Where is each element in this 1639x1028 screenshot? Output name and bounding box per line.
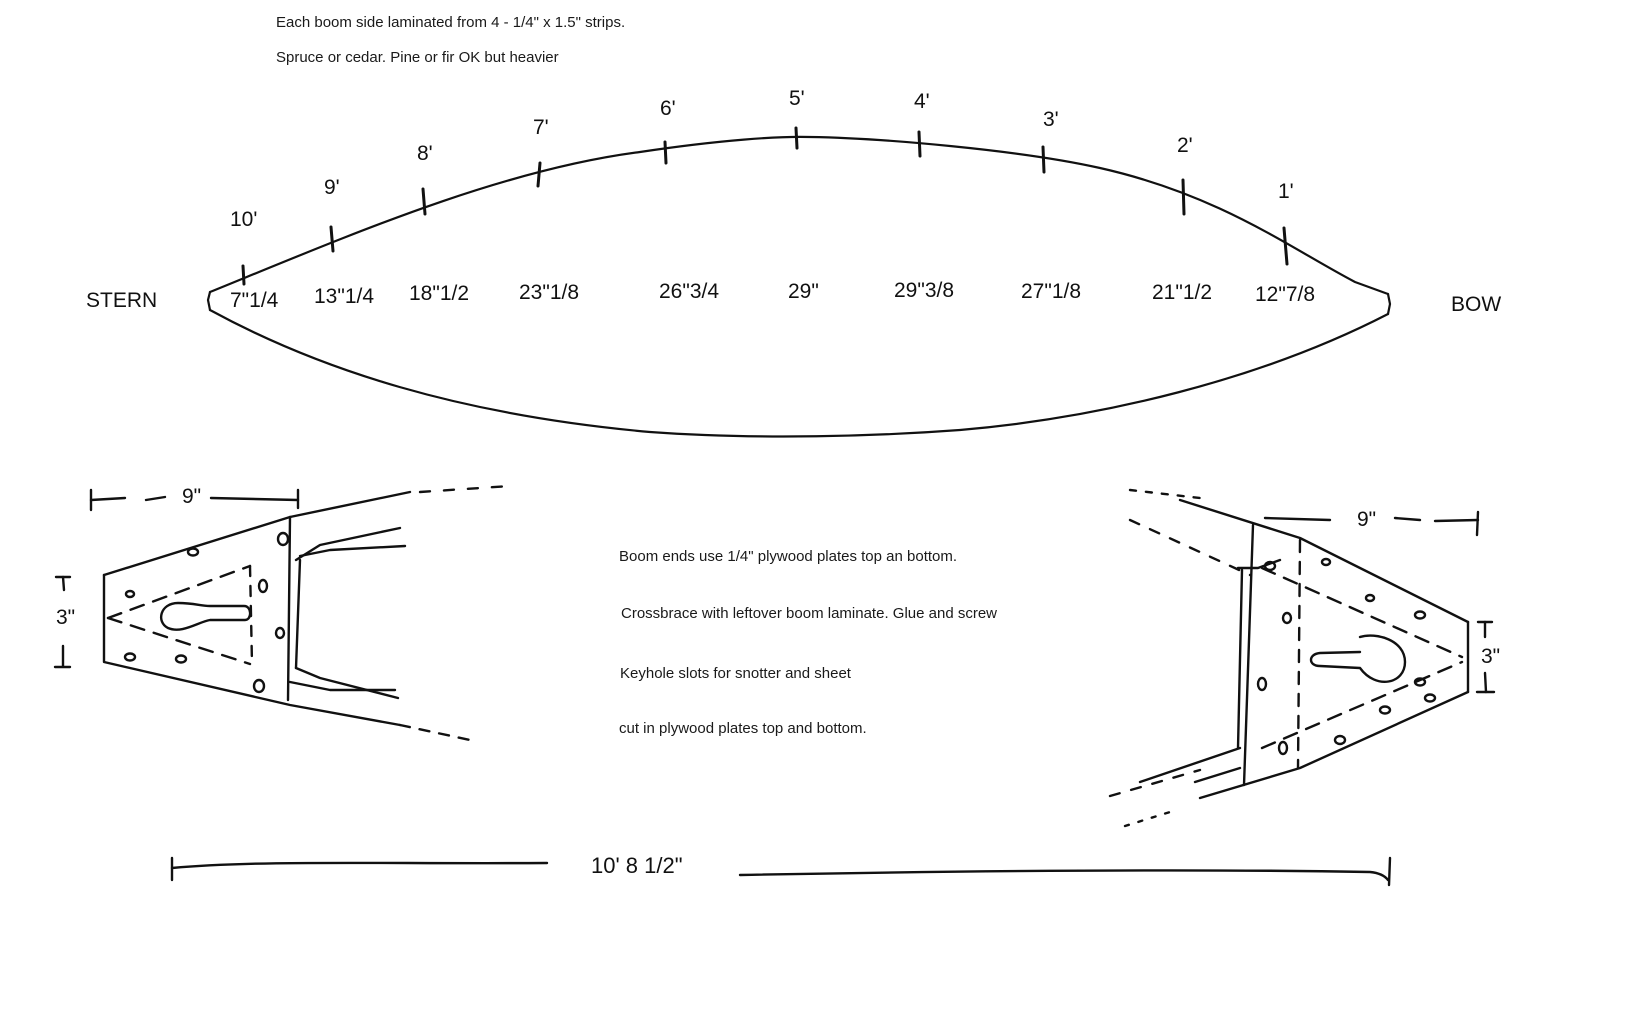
station-foot-label: 3' xyxy=(1043,108,1059,131)
station-width-label: 26"3/4 xyxy=(659,280,720,303)
note-boom-ends: Boom ends use 1/4" plywood plates top an… xyxy=(619,548,958,565)
station-foot-label: 6' xyxy=(660,97,676,120)
overall-length-dimension xyxy=(170,856,1392,887)
tick-1ft xyxy=(1282,226,1289,266)
boom-top-edge xyxy=(208,135,1390,296)
tick-7ft xyxy=(536,161,542,188)
station-foot-label: 9' xyxy=(324,176,340,199)
tick-4ft xyxy=(917,130,922,158)
boom-bow-end xyxy=(1386,292,1392,316)
tick-6ft xyxy=(663,140,668,165)
station-foot-label: 10' xyxy=(230,208,258,231)
boom-stern-end xyxy=(206,290,212,312)
stern-label: STERN xyxy=(86,289,158,312)
tick-9ft xyxy=(329,225,335,253)
note-keyhole: Keyhole slots for snotter and sheet xyxy=(620,665,851,682)
stern-detail-length: 9" xyxy=(182,485,202,508)
tick-8ft xyxy=(421,187,427,216)
station-width-label: 23"1/8 xyxy=(519,281,580,304)
stern-end-detail xyxy=(53,484,512,742)
station-foot-label: 8' xyxy=(417,142,433,165)
station-width-label: 29" xyxy=(788,280,819,303)
station-foot-label: 2' xyxy=(1177,134,1193,157)
station-foot-label: 5' xyxy=(789,87,805,110)
overall-length-label: 10' 8 1/2" xyxy=(591,853,683,878)
tick-10ft xyxy=(241,264,246,286)
note-wood: Spruce or cedar. Pine or fir OK but heav… xyxy=(276,49,559,66)
station-width-label: 21"1/2 xyxy=(1152,281,1213,304)
stern-detail-height: 3" xyxy=(56,606,76,629)
bow-end-detail xyxy=(1108,488,1496,828)
bow-label: BOW xyxy=(1451,293,1502,316)
note-crossbrace: Crossbrace with leftover boom laminate. … xyxy=(621,605,997,622)
station-foot-label: 1' xyxy=(1278,180,1294,203)
tick-5ft xyxy=(794,126,799,150)
note-lamination: Each boom side laminated from 4 - 1/4" x… xyxy=(276,14,626,31)
station-foot-label: 7' xyxy=(533,116,549,139)
station-foot-label: 4' xyxy=(914,90,930,113)
tick-3ft xyxy=(1041,145,1046,174)
station-width-label: 7"1/4 xyxy=(230,289,279,312)
station-width-label: 29"3/8 xyxy=(894,279,955,302)
note-cut: cut in plywood plates top and bottom. xyxy=(619,720,867,737)
station-width-label: 13"1/4 xyxy=(314,285,375,308)
tick-2ft xyxy=(1181,178,1186,216)
boom-bottom-edge xyxy=(208,308,1390,438)
station-width-label: 18"1/2 xyxy=(409,282,470,305)
station-width-label: 27"1/8 xyxy=(1021,280,1082,303)
station-width-label: 12"7/8 xyxy=(1255,283,1316,306)
bow-detail-height: 3" xyxy=(1481,645,1501,668)
bow-detail-length: 9" xyxy=(1357,508,1377,531)
